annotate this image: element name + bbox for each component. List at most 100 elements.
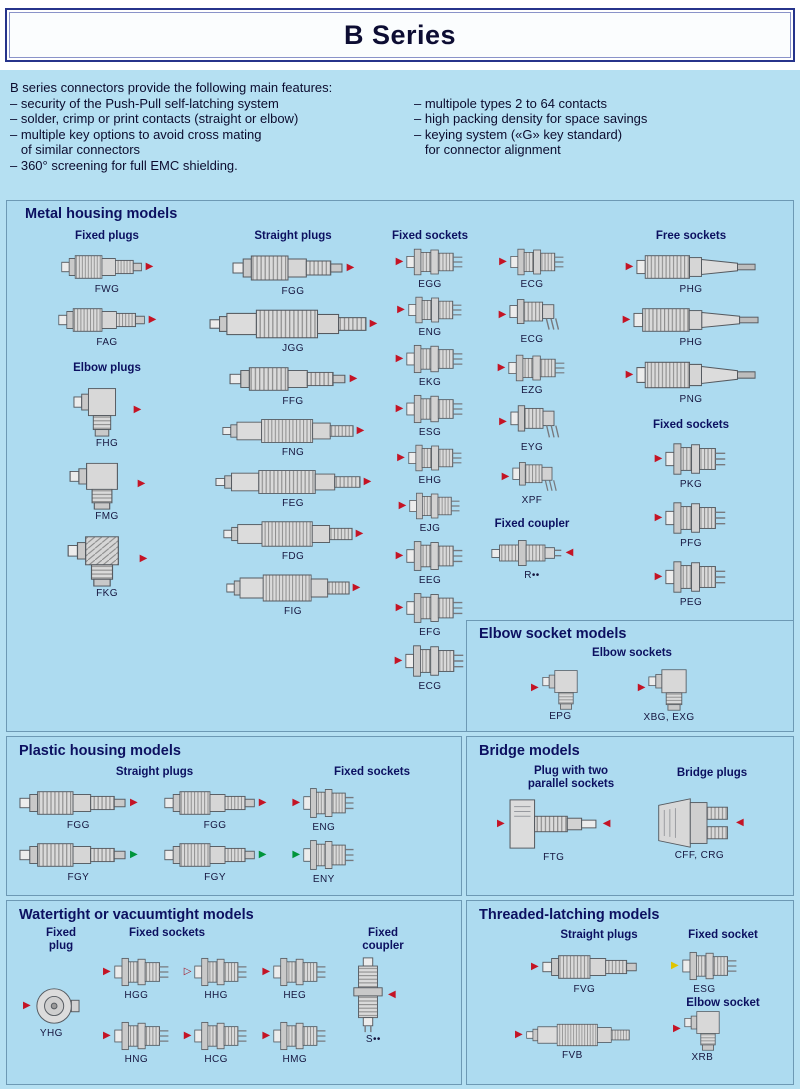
direction-arrow-icon: ▶ <box>515 1029 523 1040</box>
group-subheader: Fixed coupler <box>494 518 570 530</box>
connector-group: ◀CFF, CRG <box>655 797 744 861</box>
connector-graphic: ▶ <box>395 642 466 680</box>
connector-label: ENG <box>418 327 442 338</box>
direction-arrow-icon: ▶ <box>498 309 507 320</box>
connector-graphic: ▶ <box>69 458 145 510</box>
connector-graphic: ▶ <box>103 1019 170 1053</box>
connector-group: ▶ESG <box>671 949 738 995</box>
connector-label: PNG <box>679 394 703 405</box>
direction-arrow-icon: ▶ <box>356 425 365 436</box>
direction-arrow-icon: ▶ <box>654 453 663 464</box>
connector-item: ▶YHG <box>23 985 80 1039</box>
connector-graphic: ▶ <box>57 304 156 336</box>
direction-arrow-icon: ▶ <box>183 1030 192 1041</box>
connector-graphic: ◀ <box>351 957 396 1033</box>
group-subheader: Straight plugs <box>115 766 194 778</box>
direction-arrow-icon: ▷ <box>183 966 192 977</box>
direction-arrow-icon: ▶ <box>395 602 404 613</box>
connector-graphic: ▶ <box>225 571 360 605</box>
connector-graphic: ▶ <box>673 1007 732 1051</box>
direction-arrow-icon: ▶ <box>395 353 404 364</box>
connector-item: ▶HNG <box>103 1019 170 1065</box>
connector-label: S•• <box>365 1034 381 1045</box>
plug-connector-drawing-icon <box>19 791 126 815</box>
connector-label: FGG <box>281 286 305 297</box>
direction-arrow-icon: ◀ <box>736 817 744 828</box>
direction-arrow-icon: ▶ <box>395 256 404 267</box>
connector-graphic: ▶ <box>499 246 565 278</box>
connector-graphic: ▶ <box>19 787 138 819</box>
connector-item: ▶ECG <box>499 297 566 345</box>
direction-arrow-icon: ▶ <box>671 960 679 971</box>
connector-graphic: ▶ <box>209 306 378 342</box>
feature-line: – multiple key options to avoid cross ma… <box>10 126 262 142</box>
group-subheader: Fixed sockets <box>391 230 469 242</box>
direction-arrow-icon: ▶ <box>499 416 507 427</box>
feature-line: of similar connectors <box>10 142 141 158</box>
connector-item: ▶ENY <box>292 837 355 885</box>
group-subheader: Straight plugs <box>560 929 638 941</box>
connector-item: ▶FNG <box>222 416 365 458</box>
direction-arrow-icon: ▶ <box>258 797 267 808</box>
direction-arrow-icon: ▶ <box>531 961 539 972</box>
connector-item: ▶FWG <box>60 251 153 295</box>
connector-graphic: ▶ <box>499 297 566 333</box>
socket-connector-drawing-icon <box>273 1021 327 1051</box>
connector-graphic: ▶ <box>396 392 465 426</box>
connector-item: ▶PFG <box>655 499 728 549</box>
connector-group: Fixed sockets▶EGG▶ENG▶EKG▶ESG▶EHG▶EJG▶EE… <box>381 225 479 692</box>
connector-label: EZG <box>521 385 543 396</box>
plug-connector-drawing-icon <box>57 308 145 332</box>
connector-item: ▶HMG <box>262 1019 327 1065</box>
connector-item: ▶FGY <box>19 839 138 883</box>
connector-label: FGG <box>66 820 90 831</box>
group-subheader: Fixed socket <box>688 929 758 941</box>
connector-label: FWG <box>94 284 120 295</box>
connector-graphic: ▶ <box>215 467 371 497</box>
feature-line: for connector alignment <box>414 142 561 158</box>
connector-graphic: ▶ <box>223 518 363 550</box>
group-subheader: Free sockets <box>655 230 727 242</box>
connector-label: FIG <box>284 606 302 617</box>
intro-lead: B series connectors provide the followin… <box>10 80 333 95</box>
socket-connector-drawing-icon <box>406 248 464 276</box>
intro-left-column: – security of the Push-Pull self-latchin… <box>10 96 414 174</box>
connector-graphic: ▶ <box>502 460 563 494</box>
connector-graphic: ▶ <box>164 839 266 871</box>
direction-arrow-icon: ▶ <box>369 318 378 329</box>
connector-graphic: ▶ <box>396 342 465 376</box>
elbow-connector-drawing-icon <box>73 388 116 437</box>
intro-columns: – security of the Push-Pull self-latchin… <box>10 96 794 174</box>
socket-connector-drawing-icon <box>665 561 727 593</box>
group-subheader: Elbow plugs <box>73 362 141 374</box>
connector-graphic: ▶ <box>60 251 153 283</box>
plug-long-connector-drawing-icon <box>525 1023 630 1047</box>
connector-label: PHG <box>679 337 703 348</box>
connector-label: EKG <box>418 377 442 388</box>
plug-long-connector-drawing-icon <box>223 521 353 547</box>
feature-line: – solder, crimp or print contacts (strai… <box>10 111 299 127</box>
connector-label: FGG <box>203 820 227 831</box>
connector-label: HNG <box>124 1054 149 1065</box>
direction-arrow-icon: ▶ <box>346 262 355 273</box>
plug-connector-drawing-icon <box>164 843 255 867</box>
connector-label: XRB <box>691 1052 714 1063</box>
group-subheader: Fixed sockets <box>652 419 730 431</box>
connector-item: ▶XPF <box>502 460 563 506</box>
plug-connector-drawing-icon <box>232 255 343 281</box>
coupler-connector-drawing-icon <box>490 539 562 567</box>
connector-group: ▶XRB <box>673 1007 732 1063</box>
plug-connector-drawing-icon <box>19 843 126 867</box>
direction-arrow-icon: ▶ <box>625 369 634 380</box>
connector-label: FFG <box>282 396 304 407</box>
group-subheader: Straight plugs <box>254 230 332 242</box>
spacer <box>532 225 533 239</box>
connector-item: ▶HGG <box>103 955 170 1001</box>
connector-item: ▶ EKG <box>396 342 465 388</box>
direction-arrow-icon: ▶ <box>654 571 663 582</box>
connector-graphic: ▶ <box>626 357 757 393</box>
direction-arrow-icon: ▶ <box>139 553 148 564</box>
plug-connector-drawing-icon <box>542 955 637 979</box>
